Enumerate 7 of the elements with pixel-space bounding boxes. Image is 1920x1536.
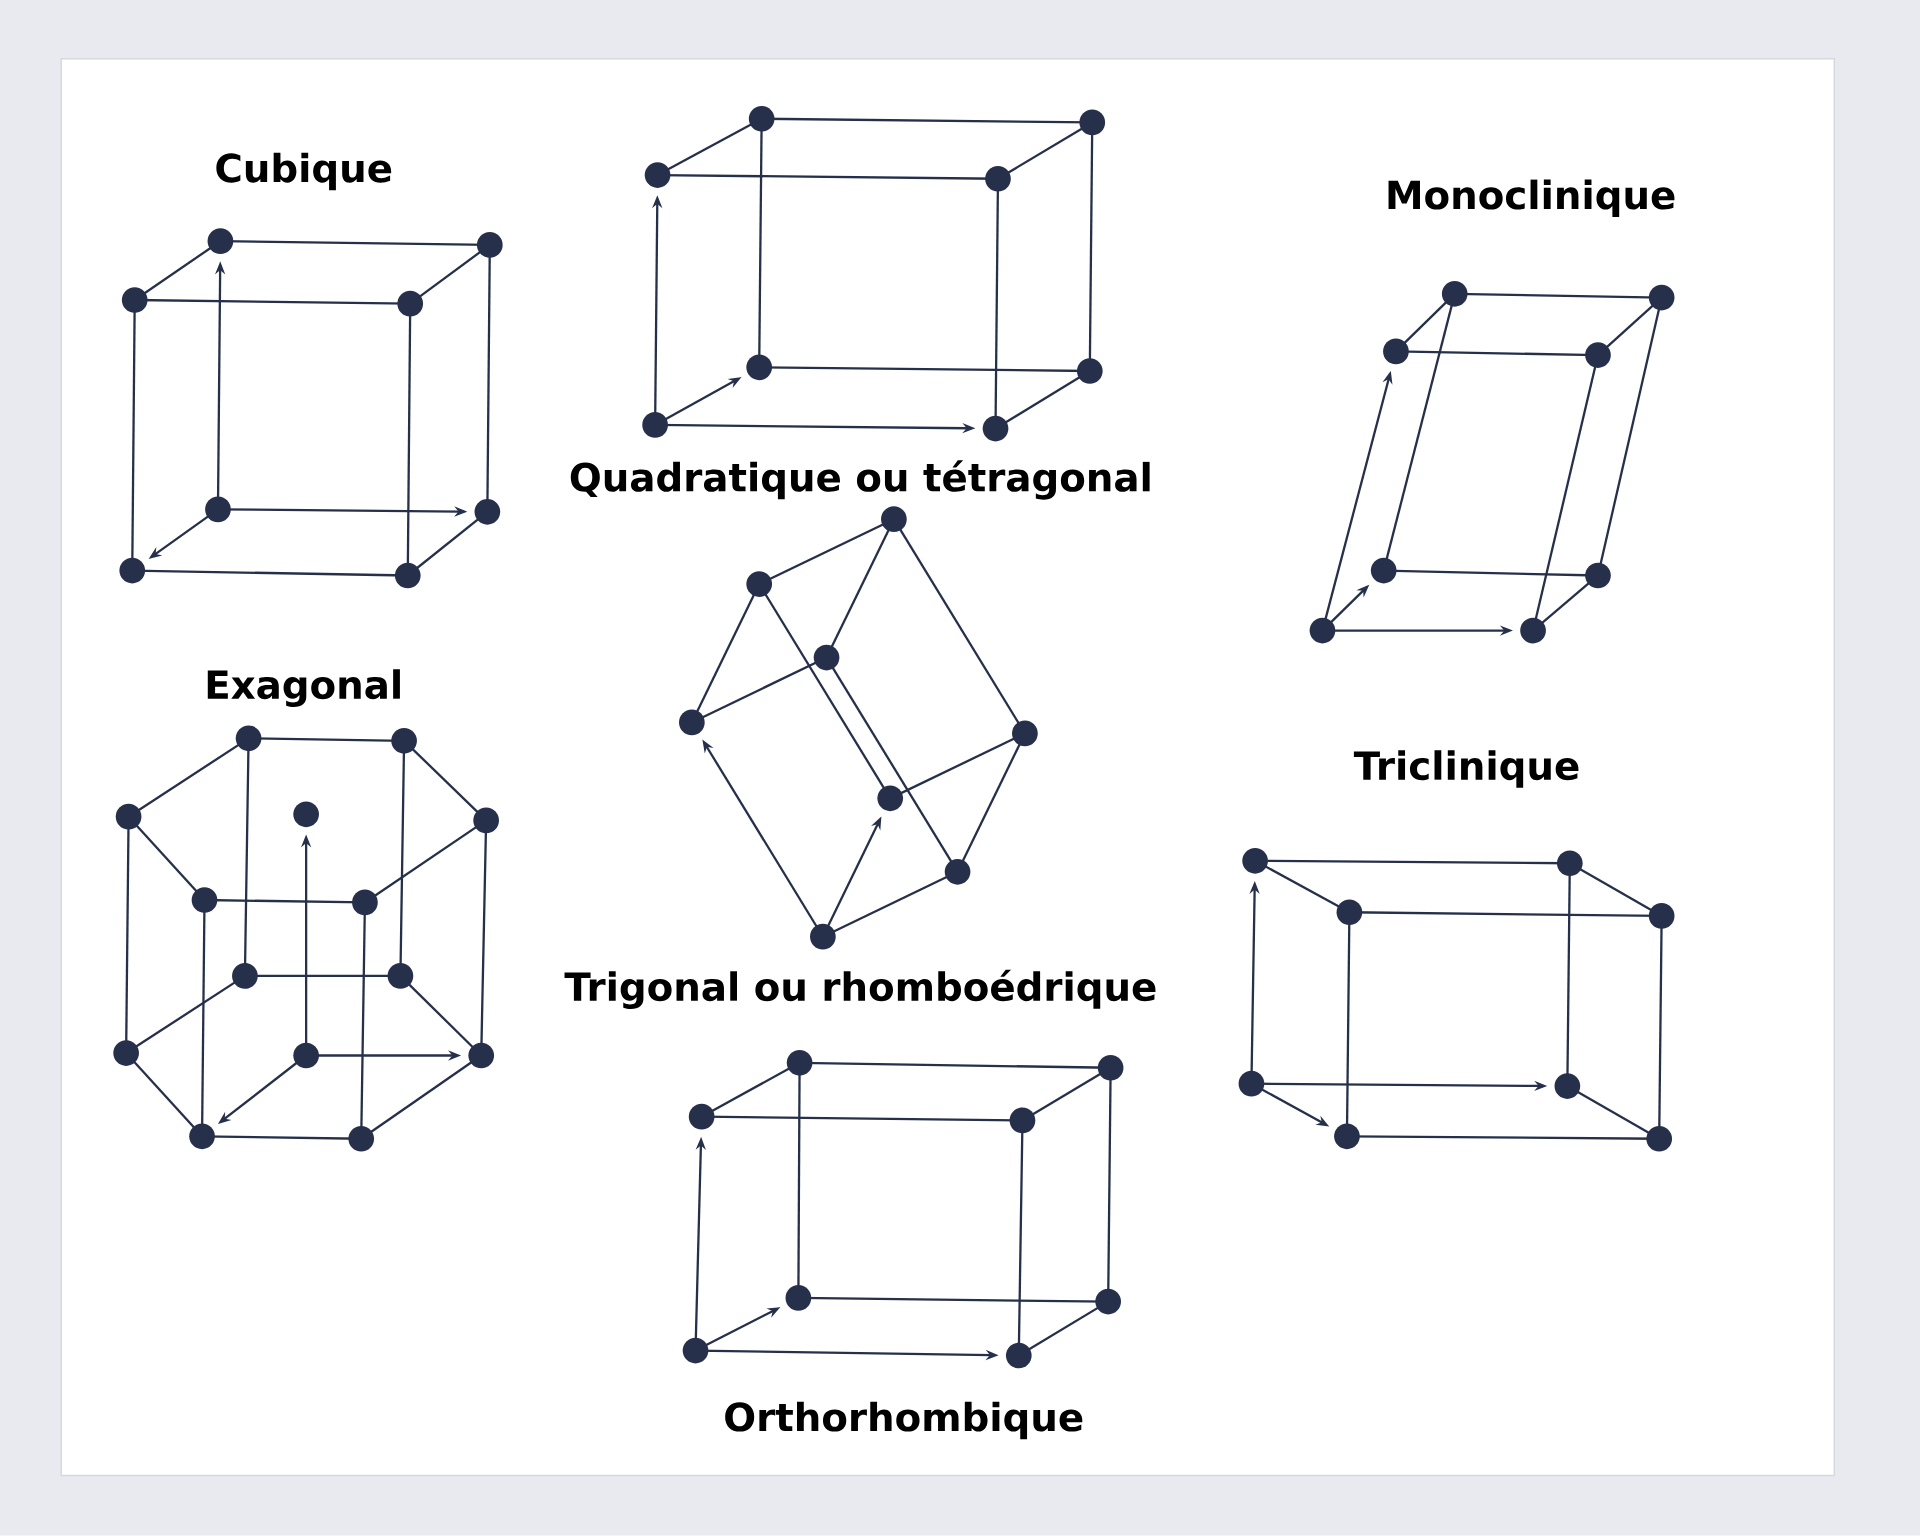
system-label: Exagonal — [207, 669, 400, 708]
system-label: Orthorhombique — [725, 1401, 1083, 1440]
system-label: Monoclinique — [1388, 179, 1675, 218]
system-label: Quadratique ou tétragonal — [570, 460, 1150, 500]
system-label: Triclinique — [1353, 750, 1579, 788]
system-label: Trigonal ou rhomboédrique — [564, 969, 1156, 1010]
system-label: Cubique — [216, 152, 392, 191]
